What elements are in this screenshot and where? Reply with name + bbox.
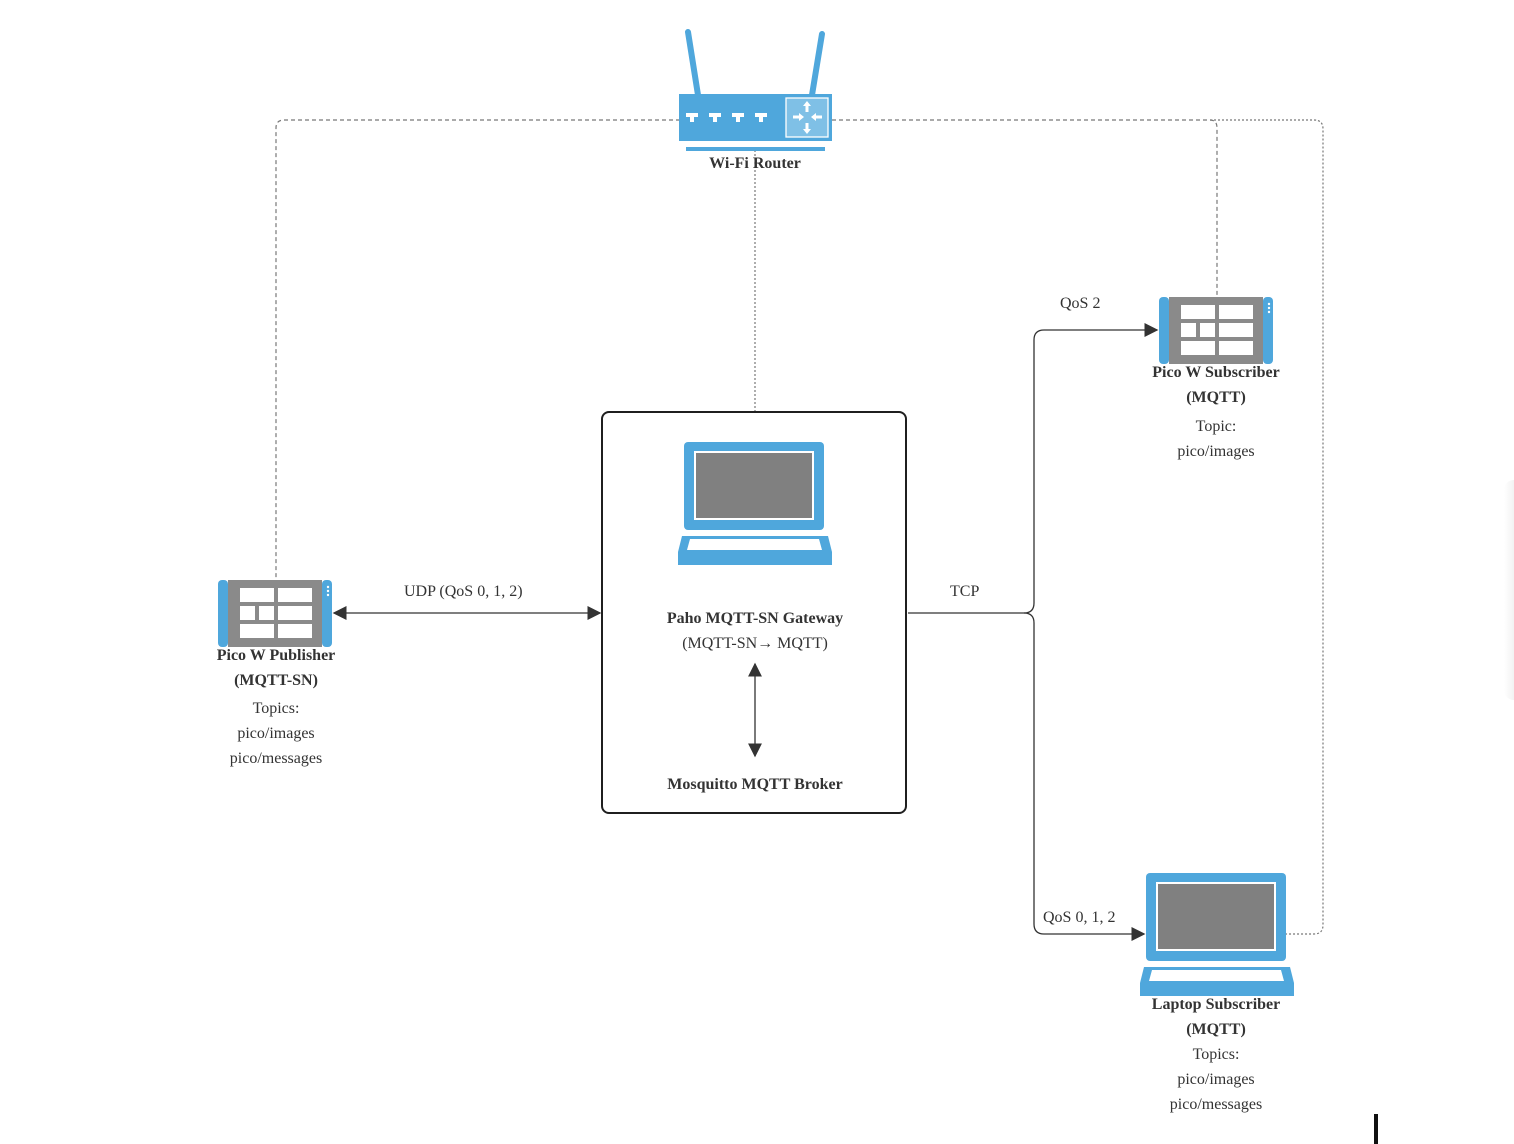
side-panel-edge	[1504, 480, 1514, 700]
wifi-link-publisher	[275, 119, 680, 582]
laptop-subscriber-topic: pico/messages	[1169, 1096, 1263, 1113]
text-cursor	[1374, 1114, 1378, 1144]
pico-subscriber-title: Pico W Subscriber	[1152, 364, 1280, 381]
gateway-broker-container	[601, 411, 907, 814]
gateway-title: Paho MQTT-SN Gateway	[666, 610, 844, 627]
publisher-topic: pico/images	[237, 725, 315, 742]
pico-subscriber-topics-title: Topic:	[1195, 418, 1237, 435]
laptop-subscriber-laptop-icon	[1140, 873, 1294, 996]
qos-laptop-edge-label: QoS 0, 1, 2	[1043, 909, 1116, 926]
tcp-edge-pico-subscriber	[1023, 323, 1159, 614]
publisher-title: Pico W Publisher	[216, 647, 336, 664]
wifi-links	[275, 119, 1324, 935]
publisher-protocol: (MQTT-SN)	[234, 672, 318, 689]
laptop-subscriber-topic: pico/images	[1177, 1071, 1255, 1088]
tcp-edge-label: TCP	[950, 583, 980, 600]
tcp-edges	[908, 323, 1159, 941]
wifi-link-pico-subscriber	[832, 119, 1218, 298]
laptop-subscriber-protocol: (MQTT)	[1186, 1021, 1246, 1038]
gateway-subtitle: (MQTT-SN→ MQTT)	[682, 635, 828, 652]
pico-subscriber-protocol: (MQTT)	[1186, 389, 1246, 406]
laptop-subscriber-topics-title: Topics:	[1192, 1046, 1240, 1063]
wifi-router-icon	[679, 29, 832, 151]
router-label: Wi-Fi Router	[709, 155, 801, 172]
udp-edge-label: UDP (QoS 0, 1, 2)	[404, 583, 523, 600]
gateway-laptop-icon	[678, 442, 832, 565]
pico-subscriber-topic: pico/images	[1177, 443, 1255, 460]
wifi-link-laptop-subscriber	[1210, 119, 1324, 935]
publisher-topic: pico/messages	[229, 750, 323, 767]
publisher-tablet-icon	[218, 580, 332, 647]
tcp-edge-laptop-subscriber	[1023, 612, 1146, 941]
broker-title: Mosquitto MQTT Broker	[667, 776, 843, 793]
pico-subscriber-tablet-icon	[1159, 297, 1273, 364]
publisher-topics-title: Topics:	[252, 700, 300, 717]
qos-pico-edge-label: QoS 2	[1060, 295, 1101, 312]
laptop-subscriber-title: Laptop Subscriber	[1151, 996, 1281, 1013]
